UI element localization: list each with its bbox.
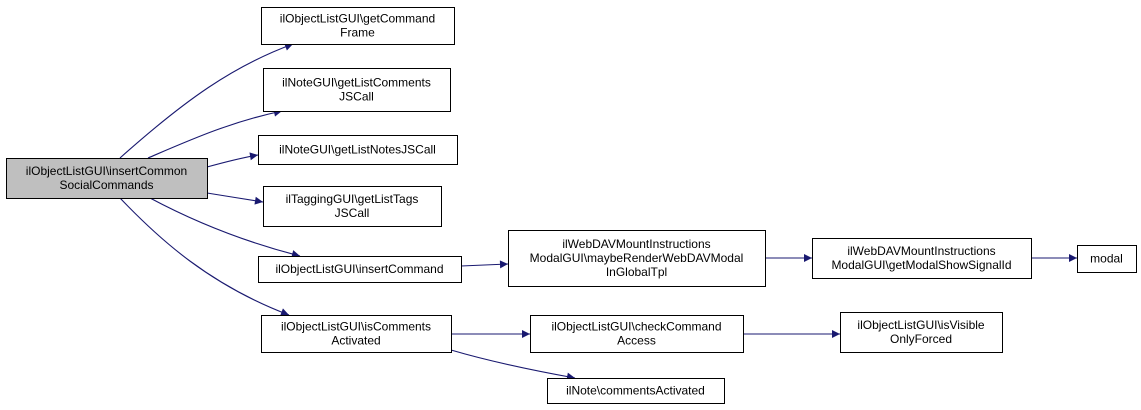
nodes-layer: ilObjectListGUI\insertCommonSocialComman… — [6, 7, 1137, 404]
node-label-line: JSCall — [335, 206, 370, 220]
node-label-line: ilObjectListGUI\insertCommand — [275, 262, 443, 276]
node-n8[interactable]: ilWebDAVMountInstructionsModalGUI\getMod… — [812, 238, 1032, 279]
node-box[interactable] — [547, 378, 725, 404]
node-box[interactable] — [263, 186, 442, 227]
node-box[interactable] — [261, 315, 452, 353]
node-box[interactable] — [258, 135, 458, 165]
node-label-line: ilObjectListGUI\checkCommand — [551, 320, 721, 334]
node-label-line: ilNote\commentsActivated — [566, 384, 705, 398]
node-box[interactable] — [840, 312, 1003, 353]
edge-n0-n3 — [206, 152, 259, 168]
node-box[interactable] — [530, 315, 744, 353]
node-label-line: ilObjectListGUI\getCommand — [280, 12, 435, 26]
node-label-line: ilNoteGUI\getListNotesJSCall — [279, 143, 436, 157]
edge-n0-n6 — [119, 197, 290, 316]
node-label-line: ilWebDAVMountInstructions — [562, 237, 710, 251]
edge-n0-n4 — [206, 192, 264, 205]
edge-n6-n12 — [450, 349, 576, 381]
node-label-line: ModalGUI\maybeRenderWebDAVModal — [530, 251, 744, 265]
node-box[interactable] — [258, 256, 462, 283]
node-n0[interactable]: ilObjectListGUI\insertCommonSocialComman… — [6, 158, 208, 199]
edges-layer — [119, 43, 1077, 381]
node-n5[interactable]: ilObjectListGUI\insertCommand — [258, 256, 462, 283]
node-label-line: InGlobalTpl — [606, 265, 667, 279]
node-box[interactable] — [261, 7, 455, 45]
node-label-line: Frame — [340, 26, 375, 40]
node-n7[interactable]: ilWebDAVMountInstructionsModalGUI\maybeR… — [508, 230, 766, 287]
node-box[interactable] — [812, 238, 1032, 279]
edge-n0-n5 — [149, 197, 301, 258]
node-n12[interactable]: ilNote\commentsActivated — [547, 378, 725, 404]
node-label-line: JSCall — [339, 90, 374, 104]
node-label-line: ilObjectListGUI\isComments — [281, 320, 431, 334]
node-label-line: modal — [1090, 252, 1123, 266]
node-label-line: ilObjectListGUI\isVisible — [857, 318, 984, 332]
node-label-line: ilTaggingGUI\getListTags — [286, 192, 419, 206]
node-box[interactable] — [1077, 245, 1137, 273]
node-n9[interactable]: modal — [1077, 245, 1137, 273]
node-label-line: ilObjectListGUI\insertCommon — [26, 164, 187, 178]
node-label-line: ModalGUI\getModalShowSignalId — [831, 258, 1011, 272]
node-n3[interactable]: ilNoteGUI\getListNotesJSCall — [258, 135, 458, 165]
node-label-line: Access — [617, 334, 656, 348]
edge-n5-n7 — [460, 260, 509, 269]
node-label-line: Activated — [331, 334, 380, 348]
node-label-line: ilNoteGUI\getListComments — [282, 76, 431, 90]
node-label-line: OnlyForced — [890, 332, 952, 346]
node-label-line: ilWebDAVMountInstructions — [847, 244, 995, 258]
node-box[interactable] — [6, 158, 208, 199]
node-box[interactable] — [508, 230, 766, 287]
edge-n0-n2 — [147, 108, 283, 159]
node-label-line: SocialCommands — [59, 178, 153, 192]
edge-n0-n1 — [119, 43, 294, 159]
node-box[interactable] — [263, 68, 451, 112]
